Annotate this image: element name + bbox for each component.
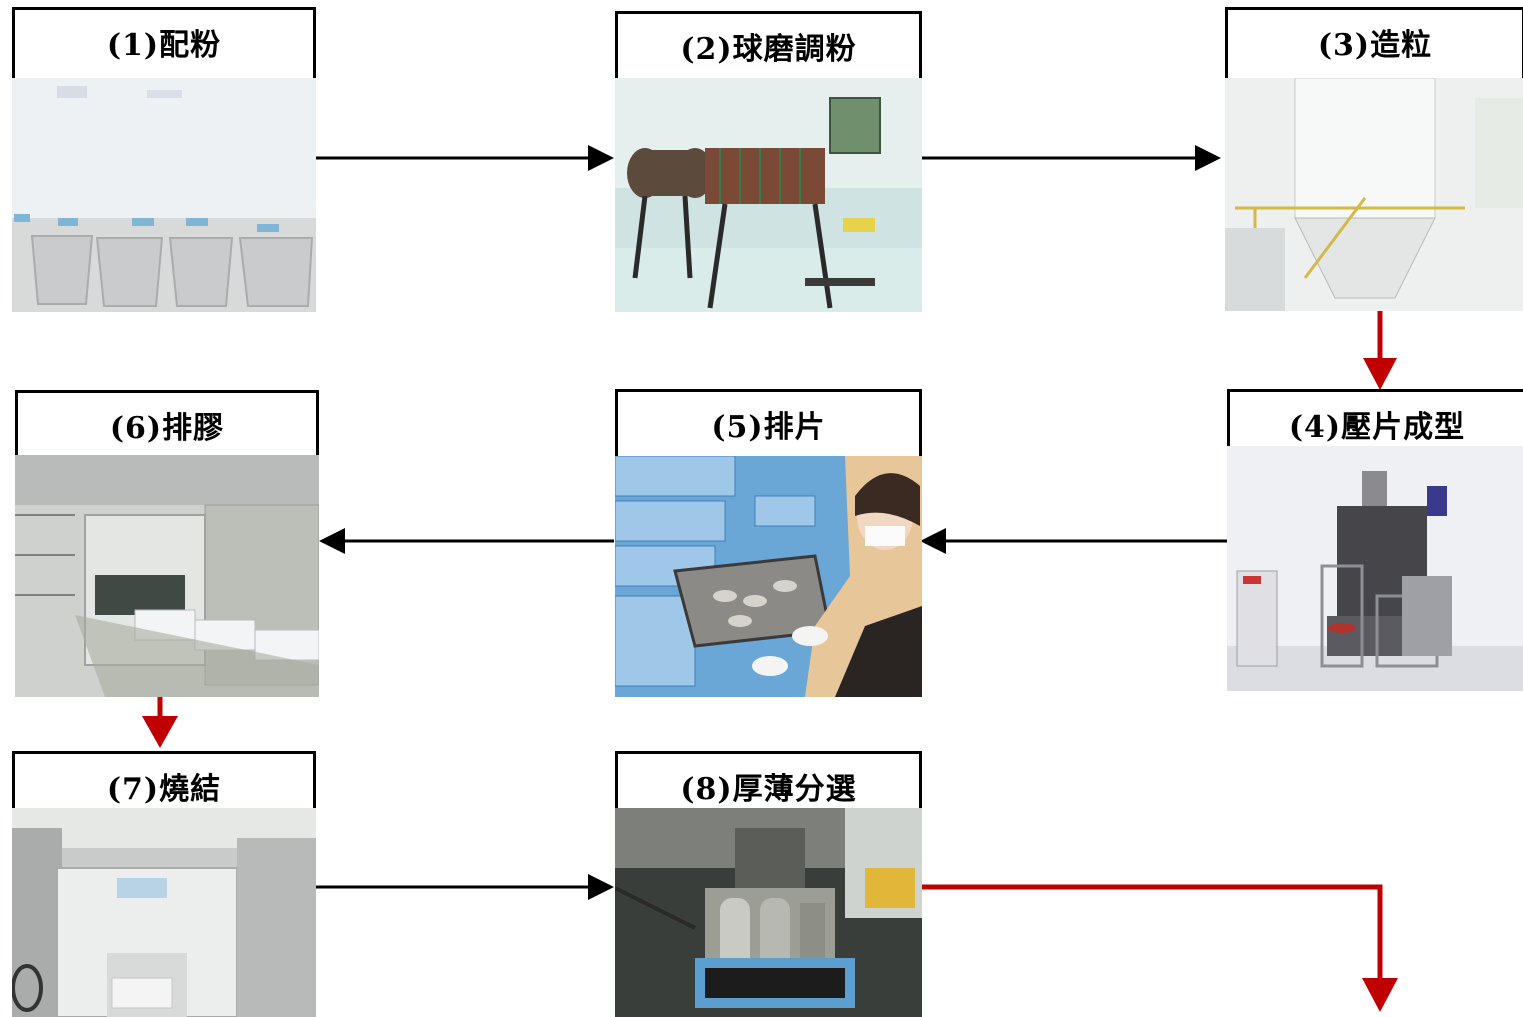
step-photo-sintering-furnace	[12, 808, 316, 1017]
step-label: (2)球磨調粉	[680, 32, 857, 67]
step-label: (8)厚薄分選	[680, 772, 857, 807]
step-8-thickness-sorting: (8)厚薄分選	[615, 751, 922, 1017]
arrow-8-out	[921, 884, 1398, 1012]
arrow-6-to-7	[142, 694, 178, 748]
arrow-3-to-4	[1363, 308, 1397, 390]
step-photo-ball-mill	[615, 78, 922, 312]
step-photo-arranging-pieces	[615, 456, 922, 697]
arrow-2-to-3	[921, 145, 1221, 171]
step-photo-granulator	[1225, 78, 1523, 311]
step-label: (4)壓片成型	[1288, 410, 1466, 445]
step-label: (3)造粒	[1317, 28, 1433, 63]
step-2-ball-milling: (2)球磨調粉	[615, 11, 922, 312]
arrow-4-to-5	[920, 528, 1228, 554]
step-6-debinding: (6)排膠	[15, 390, 319, 697]
arrow-5-to-6	[319, 528, 614, 554]
step-photo-powder-bins	[12, 78, 316, 312]
step-photo-press-machine	[1227, 446, 1523, 691]
step-photo-sorting-machine	[615, 808, 922, 1017]
step-label: (5)排片	[711, 410, 826, 445]
step-label: (6)排膠	[109, 411, 225, 446]
step-7-sintering: (7)燒結	[12, 751, 316, 1017]
step-5-arranging: (5)排片	[615, 389, 922, 697]
step-label: (7)燒結	[106, 772, 222, 807]
step-1-mixing: (1)配粉	[12, 7, 316, 312]
step-3-granulation: (3)造粒	[1225, 7, 1523, 311]
step-label: (1)配粉	[106, 28, 222, 63]
arrow-7-to-8	[315, 874, 614, 900]
step-4-pressing: (4)壓片成型	[1227, 389, 1523, 691]
step-photo-debinding-furnace	[15, 455, 319, 697]
arrow-1-to-2	[315, 145, 614, 171]
